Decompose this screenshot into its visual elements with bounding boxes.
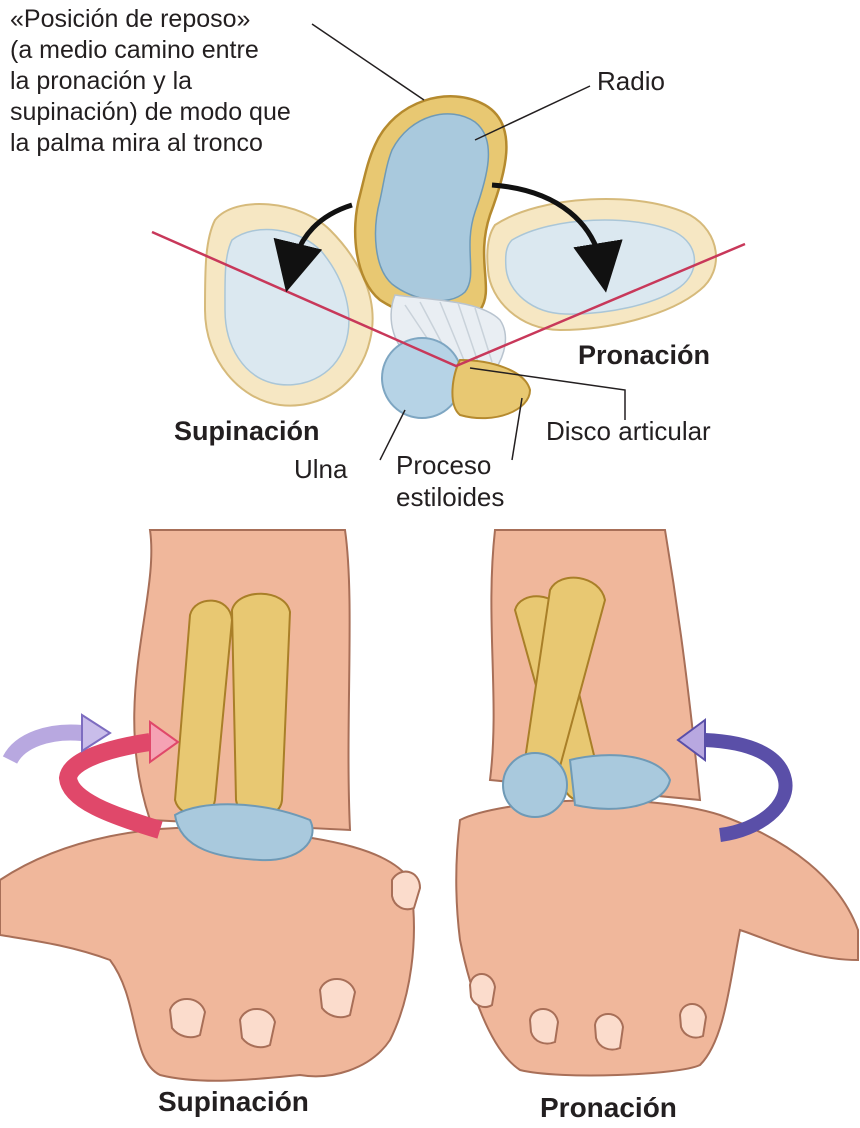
label-estiloides: estiloides (396, 484, 504, 510)
label-supinacion-bottom: Supinación (158, 1088, 309, 1116)
label-pronacion-top: Pronación (578, 342, 710, 369)
supination-rotation-arrow-light (10, 732, 82, 760)
dorsum-skin-right (456, 800, 858, 1075)
radius-section-supination (205, 204, 373, 406)
rest-position-line-2: (a medio camino entre (10, 35, 259, 66)
supination-hand (0, 530, 420, 1081)
palm-skin-left (0, 827, 414, 1080)
radius-section-rest (355, 96, 506, 321)
label-radio: Radio (597, 68, 665, 94)
pronation-hand (456, 530, 858, 1075)
label-pronacion-bottom: Pronación (540, 1094, 677, 1122)
rest-position-line-5: la palma mira al tronco (10, 128, 263, 159)
label-proceso: Proceso (396, 452, 491, 478)
rest-position-line-3: la pronación y la (10, 66, 192, 97)
rest-position-line-4: supinación) de modo que (10, 97, 291, 128)
rest-position-line-1: «Posición de reposo» (10, 4, 250, 35)
leader-rest (312, 24, 424, 100)
label-ulna: Ulna (294, 456, 347, 482)
label-disco-articular: Disco articular (546, 418, 711, 444)
label-supinacion-top: Supinación (174, 418, 320, 445)
